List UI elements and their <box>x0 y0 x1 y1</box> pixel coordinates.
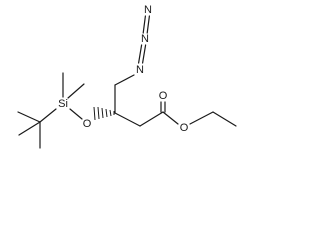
bond-o-si <box>69 108 83 120</box>
hash-line-6 <box>93 106 96 121</box>
atom-azide-attached-n: N <box>136 64 144 76</box>
bond-tbu-methyl-left <box>17 111 41 123</box>
bond-n2-n3-b <box>142 44 147 64</box>
hash-line-2 <box>109 109 112 117</box>
carbon-backbone <box>114 74 164 127</box>
bond-c2-c1 <box>139 111 164 127</box>
atom-silicon: Si <box>58 98 68 110</box>
structure-canvas: N N N O <box>17 3 237 149</box>
atom-ester-oxygen: O <box>180 122 189 134</box>
atom-azide-terminal-n: N <box>144 4 152 16</box>
atom-azide-central-n: N <box>141 33 149 45</box>
bond-si-tbu <box>39 108 57 123</box>
bond-c3-c2 <box>114 112 141 127</box>
chemical-structure-drawing: N N N O <box>17 4 237 149</box>
azide-group: N N N <box>136 4 152 76</box>
silyl-ether-group: O Si <box>17 72 92 149</box>
bond-o-ethyl-ch2 <box>189 111 214 125</box>
atom-ether-oxygen: O <box>83 118 92 130</box>
bond-ethyl-ch3 <box>212 111 237 127</box>
bond-n1-n2-b <box>146 15 150 34</box>
atom-carbonyl-oxygen: O <box>159 90 168 102</box>
bond-n2-n3-a <box>138 44 143 64</box>
stereo-hashed-bond <box>93 106 115 121</box>
bond-n1-n2-a <box>142 15 146 34</box>
bond-c1-ester-o <box>162 111 179 125</box>
bond-n3-ch2 <box>114 74 135 86</box>
bond-tbu-methyl-lower-left <box>18 121 41 136</box>
hash-line-4 <box>101 107 104 119</box>
hash-line-5 <box>97 106 100 120</box>
bond-si-methyl-right <box>67 83 85 99</box>
hash-line-3 <box>105 108 108 118</box>
ester-group: O O <box>159 90 237 134</box>
